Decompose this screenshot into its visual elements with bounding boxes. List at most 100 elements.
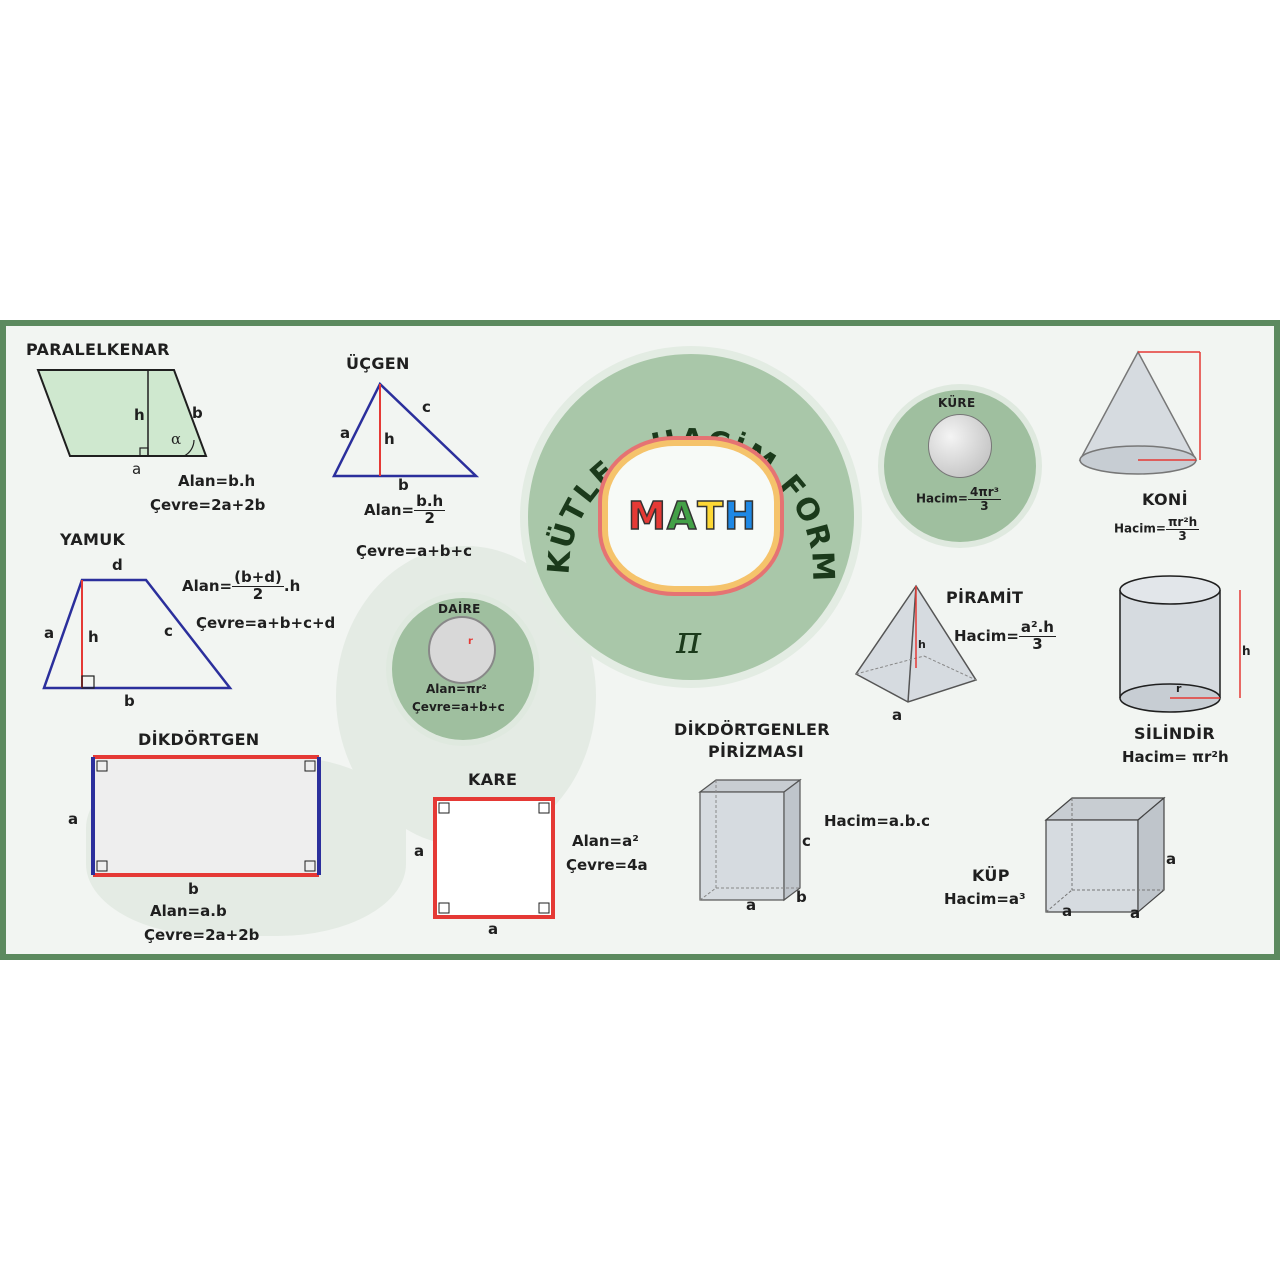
- triangle-area-den: 2: [424, 508, 435, 527]
- triangle-area-prefix: Alan=: [364, 500, 415, 519]
- trapezoid-h-label: h: [88, 628, 99, 646]
- sphere-vol-prefix: Hacim=: [916, 491, 968, 506]
- rectangle-perimeter: Çevre=2a+2b: [144, 926, 260, 944]
- square-area: Alan=a²: [572, 832, 639, 850]
- prizma-title-line1: DİKDÖRTGENLER: [674, 720, 830, 739]
- cube-a-depth-label: a: [1130, 904, 1141, 922]
- square-perimeter: Çevre=4a: [566, 856, 648, 874]
- math-cloud: [608, 446, 774, 586]
- silindir-title: SİLİNDİR: [1134, 724, 1215, 743]
- math-letter: A: [666, 493, 698, 539]
- cone-vol-den: 3: [1178, 528, 1187, 543]
- prism-volume: Hacim=a.b.c: [824, 812, 931, 830]
- triangle-area-num: b.h: [414, 492, 446, 511]
- trapezoid-b-label: b: [124, 692, 135, 710]
- pyramid-h-label: h: [918, 638, 926, 651]
- daire-title: DAİRE: [438, 602, 481, 616]
- sphere-vol-den: 3: [980, 498, 989, 513]
- parallelogram-a-label: a: [132, 460, 142, 478]
- trapezoid-perimeter: Çevre=a+b+c+d: [196, 614, 336, 632]
- triangle-b-label: b: [398, 476, 409, 494]
- circle-area: Alan=πr²: [426, 682, 487, 696]
- trapezoid-shape: [42, 578, 233, 690]
- trapezoid-area: Alan=(b+d)2.h: [182, 568, 301, 603]
- pyramid-vol-num: a².h: [1018, 618, 1056, 637]
- ucgen-title: ÜÇGEN: [346, 354, 410, 373]
- sphere-vol-num: 4πr³: [967, 485, 1001, 500]
- koni-title: KONİ: [1142, 490, 1188, 509]
- cone-shape: [1078, 350, 1201, 475]
- rectangle-b-label: b: [188, 880, 199, 898]
- trapezoid-area-suffix: .h: [283, 576, 301, 595]
- parallelogram-h-label: h: [134, 406, 145, 424]
- piramit-title: PİRAMİT: [946, 588, 1024, 607]
- cube-a-bottom-label: a: [1062, 902, 1073, 920]
- cylinder-h-label: h: [1242, 644, 1251, 658]
- trapezoid-c-label: c: [164, 622, 173, 640]
- cylinder-shape: [1119, 575, 1241, 713]
- trapezoid-area-prefix: Alan=: [182, 576, 233, 595]
- prism-shape: [698, 778, 802, 902]
- prism-c-label: c: [802, 832, 811, 850]
- parallelogram-b-label: b: [192, 404, 203, 422]
- formula-poster: PARALELKENAR h b α a Alan=b.h Çevre=2a+2…: [0, 320, 1280, 960]
- triangle-h-label: h: [384, 430, 395, 448]
- cube-a-right-label: a: [1166, 850, 1177, 868]
- math-word: MATH: [627, 493, 757, 539]
- triangle-shape: [331, 381, 480, 478]
- square-shape: [433, 797, 555, 919]
- pyramid-vol-den: 3: [1032, 634, 1043, 653]
- rectangle-a-label: a: [68, 810, 79, 828]
- parallelogram-shape: [36, 369, 208, 457]
- cube-volume: Hacim=a³: [944, 890, 1026, 908]
- parallelogram-alpha-label: α: [171, 430, 182, 448]
- triangle-a-label: a: [340, 424, 351, 442]
- rectangle-area: Alan=a.b: [150, 902, 227, 920]
- cone-vol-prefix: Hacim=: [1114, 521, 1166, 536]
- dikdortgen-title: DİKDÖRTGEN: [138, 730, 260, 749]
- kare-title: KARE: [468, 770, 518, 789]
- paralelkenar-title: PARALELKENAR: [26, 340, 170, 359]
- trapezoid-area-fraction: (b+d)2: [232, 568, 284, 603]
- trapezoid-d-label: d: [112, 556, 123, 574]
- rectangle-shape: [91, 755, 321, 877]
- triangle-c-label: c: [422, 398, 431, 416]
- kure-title: KÜRE: [938, 396, 976, 410]
- yamuk-title: YAMUK: [60, 530, 126, 549]
- cylinder-r-label: r: [1176, 682, 1182, 695]
- math-letter: H: [723, 493, 757, 539]
- square-a-side-label: a: [414, 842, 425, 860]
- parallelogram-perimeter: Çevre=2a+2b: [150, 496, 266, 514]
- sphere-shape: [928, 414, 992, 478]
- circle-r-label: r: [468, 636, 473, 647]
- math-letter: T: [697, 493, 725, 539]
- cube-shape: [1044, 796, 1166, 914]
- parallelogram-area: Alan=b.h: [178, 472, 256, 490]
- trapezoid-area-den: 2: [252, 584, 264, 603]
- triangle-perimeter: Çevre=a+b+c: [356, 542, 472, 560]
- square-a-bottom-label: a: [488, 920, 499, 938]
- pyramid-a-label: a: [892, 706, 903, 724]
- circle-shape: [428, 616, 496, 684]
- pyramid-shape: [854, 584, 978, 703]
- trapezoid-a-label: a: [44, 624, 55, 642]
- cone-vol-num: πr²h: [1165, 515, 1200, 530]
- circle-perimeter: Çevre=a+b+c: [412, 700, 505, 714]
- cylinder-volume: Hacim= πr²h: [1122, 748, 1229, 766]
- prizma-title-line2: PİRİZMASI: [708, 742, 805, 761]
- prism-a-label: a: [746, 896, 757, 914]
- prism-b-label: b: [796, 888, 807, 906]
- math-letter: M: [627, 493, 667, 539]
- trapezoid-area-num: (b+d): [232, 568, 284, 587]
- pyramid-vol-prefix: Hacim=: [954, 626, 1019, 645]
- pi-symbol: π: [676, 618, 701, 662]
- kup-title: KÜP: [972, 866, 1010, 885]
